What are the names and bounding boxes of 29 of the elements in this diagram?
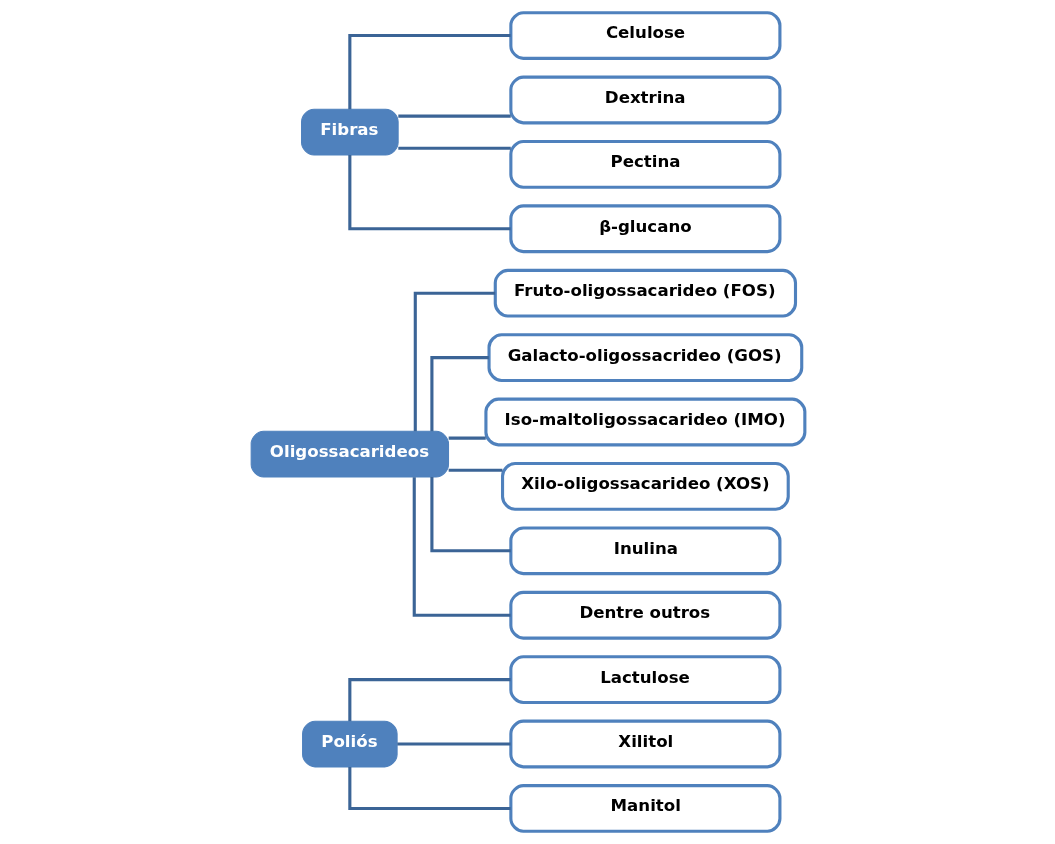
node-box: Iso-maltoligossacarideo (IMO)	[483, 397, 806, 447]
node-box: Dextrina	[508, 75, 781, 125]
node-box: Dentre outros	[508, 590, 781, 640]
connector	[397, 114, 511, 118]
connector	[413, 291, 495, 432]
connector	[347, 155, 511, 231]
connector	[429, 477, 511, 553]
node-box: Celulose	[508, 11, 781, 60]
connector	[347, 34, 511, 110]
node-box: Oligossacarideos	[250, 430, 449, 478]
node-box: β-glucano	[508, 204, 781, 254]
node-box: Pectina	[508, 139, 781, 189]
node-box: Xilitol	[508, 719, 781, 769]
node-box: Inulina	[508, 526, 781, 576]
node-box: Poliós	[301, 720, 398, 768]
connector	[448, 436, 486, 440]
node-box: Fibras	[300, 108, 399, 156]
connector	[448, 468, 502, 472]
node-box: Lactulose	[508, 655, 781, 705]
node-box: Manitol	[508, 784, 781, 833]
connector	[429, 356, 489, 432]
node-box: Galacto-oligossacrideo (GOS)	[487, 333, 803, 382]
connector	[347, 766, 511, 810]
connector	[396, 742, 511, 746]
node-box: Xilo-oligossacarideo (XOS)	[500, 462, 790, 511]
connector	[397, 146, 511, 150]
node-box: Fruto-oligossacarideo (FOS)	[493, 268, 797, 318]
connector	[412, 477, 511, 617]
connector	[347, 678, 511, 722]
